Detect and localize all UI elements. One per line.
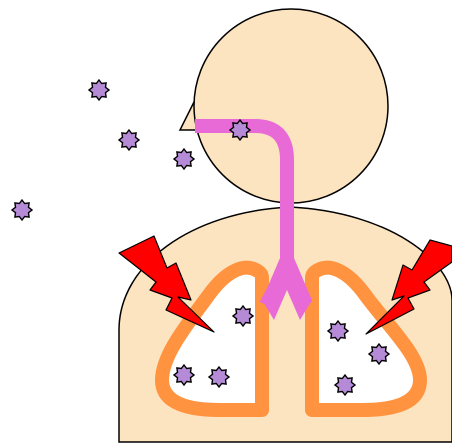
particle-star-icon [12, 200, 32, 220]
particle-star-icon [369, 344, 389, 364]
particle-star-icon [174, 365, 194, 385]
particle-star-icon [233, 306, 253, 326]
particle-star-icon [89, 80, 109, 100]
particle-star-icon [328, 321, 348, 341]
particle-star-icon [119, 130, 139, 150]
particle-star-icon [209, 367, 229, 387]
particle-star-icon [335, 375, 355, 395]
particle-star-icon [174, 149, 194, 169]
particle-star-icon [230, 120, 250, 140]
